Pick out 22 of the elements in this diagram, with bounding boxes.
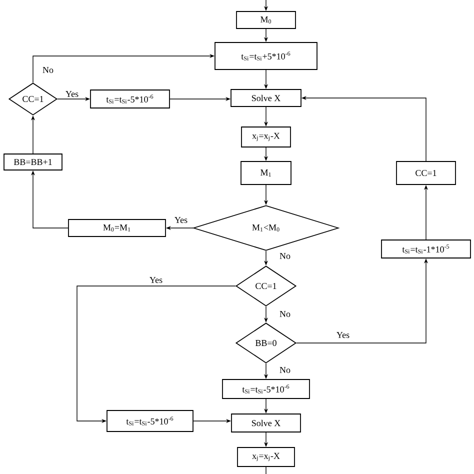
edge-label: Yes [148,276,164,284]
process-box: BB=BB+1 [4,154,62,170]
process-box: x$_{j}$=x$_{j}$-X [241,126,291,148]
edge-label: Yes [173,216,189,224]
process-box: Solve X [231,414,301,432]
process-box: CC=1 [396,161,456,185]
edge-label: No [278,252,292,260]
edge-label: No [278,366,292,374]
edge-label: No [42,66,54,74]
process-box: t$_{Si}$=t$_{Si}$-5*10$^{-6}$ [222,379,310,399]
process-box: t$_{Si}$=t$_{Si}$-5*10$^{-6}$ [106,410,194,432]
edge-label: No [278,310,292,318]
process-box: x$_{j}$=x$_{j}$-X [237,447,295,467]
process-box: t$_{Si}$=t$_{Si}$+5*10$^{-6}$ [214,42,318,70]
process-box: M$_{1}$ [240,161,292,185]
process-box: t$_{Si}$=t$_{Si}$-5*10$^{-6}$ [90,90,170,108]
process-box: M$_{0}$ [236,11,296,29]
process-box: Solve X [230,89,302,107]
process-box: t$_{Si}$=t$_{Si}$-1*10$^{-5}$ [381,240,471,258]
process-box: M$_{0}$=M$_{1}$ [68,219,166,237]
edge-label: Yes [335,331,351,339]
edge-label: Yes [64,90,80,98]
